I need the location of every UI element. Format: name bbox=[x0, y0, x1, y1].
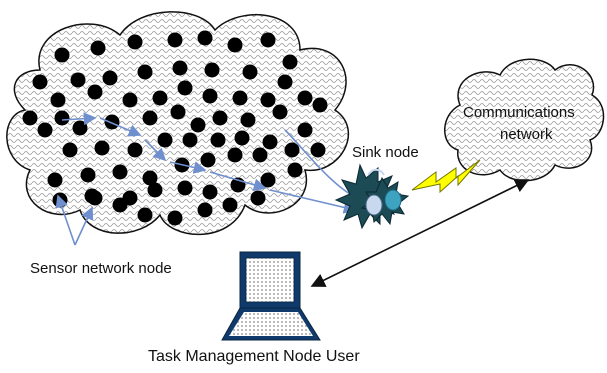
sensor-node bbox=[167, 32, 183, 48]
sensor-node bbox=[252, 147, 268, 163]
sensor-node bbox=[94, 140, 110, 156]
sensor-node bbox=[297, 90, 313, 106]
sensor-node bbox=[127, 34, 143, 50]
sink-node-label: Sink node bbox=[352, 144, 419, 161]
sensor-node bbox=[202, 184, 218, 200]
sensor-node bbox=[190, 117, 206, 133]
sensor-node bbox=[277, 74, 293, 90]
sensor-node bbox=[202, 88, 218, 104]
sensor-node bbox=[167, 210, 183, 226]
sensor-node bbox=[47, 172, 63, 188]
sensor-node bbox=[84, 188, 100, 204]
sensor-node bbox=[177, 180, 193, 196]
laptop-icon bbox=[221, 251, 321, 341]
sensor-node bbox=[272, 104, 288, 120]
communications-network-label-line1: Communications bbox=[463, 104, 575, 121]
sensor-node bbox=[157, 132, 173, 148]
sensor-node bbox=[80, 167, 96, 183]
sensor-node bbox=[222, 197, 238, 213]
sensor-node bbox=[212, 110, 228, 126]
sensor-node bbox=[200, 152, 216, 168]
sensor-node bbox=[127, 142, 143, 158]
sensor-node bbox=[70, 72, 86, 88]
sensor-node bbox=[72, 120, 88, 136]
sensor-node bbox=[32, 74, 48, 90]
sensor-node bbox=[204, 62, 220, 78]
sensor-node bbox=[284, 142, 300, 158]
hop-arrow bbox=[209, 171, 267, 192]
communications-network-label-line2: network bbox=[500, 126, 553, 143]
label-pointer bbox=[74, 206, 94, 246]
sensor-node bbox=[260, 92, 276, 108]
label-pointer bbox=[55, 194, 76, 246]
sensor-node bbox=[197, 30, 213, 46]
sensor-node bbox=[227, 37, 243, 53]
sensor-node bbox=[170, 104, 186, 120]
sensor-node bbox=[54, 110, 70, 126]
sensor-node bbox=[250, 190, 266, 206]
sensor-node bbox=[112, 164, 128, 180]
sensor-node bbox=[210, 132, 226, 148]
sensor-node bbox=[152, 90, 168, 106]
sensor-node bbox=[122, 92, 138, 108]
sensor-node bbox=[287, 162, 303, 178]
sensor-node bbox=[137, 64, 153, 80]
sensor-node bbox=[260, 32, 276, 48]
sensor-node bbox=[260, 172, 276, 188]
sensor-node bbox=[312, 97, 328, 113]
sink-node-icon bbox=[334, 163, 410, 230]
sensor-node bbox=[182, 132, 198, 148]
sensor-node bbox=[90, 40, 106, 56]
sensor-node bbox=[112, 197, 128, 213]
sensor-node bbox=[142, 170, 158, 186]
sensor-node bbox=[282, 54, 298, 70]
sensor-node bbox=[297, 122, 313, 138]
user-link-arrow bbox=[310, 179, 530, 287]
sensor-node bbox=[54, 47, 70, 63]
hop-arrow bbox=[144, 139, 167, 162]
sensor-node bbox=[227, 147, 243, 163]
communications-network-cloud bbox=[444, 58, 605, 182]
sensor-node bbox=[62, 142, 78, 158]
sensor-node bbox=[104, 114, 120, 130]
sensor-node bbox=[137, 207, 153, 223]
sensor-node bbox=[240, 112, 256, 128]
sensor-node bbox=[87, 84, 103, 100]
sensor-nodes bbox=[22, 30, 328, 226]
sensor-node bbox=[242, 64, 258, 80]
sensor-node bbox=[197, 202, 213, 218]
sensor-node bbox=[102, 70, 118, 86]
sensor-node bbox=[22, 110, 38, 126]
sensor-node bbox=[234, 130, 250, 146]
sensor-network-node-label: Sensor network node bbox=[30, 260, 172, 277]
task-management-label: Task Management Node User bbox=[148, 348, 360, 365]
sensor-node bbox=[310, 142, 326, 158]
sensor-node bbox=[37, 122, 53, 138]
hop-arrow bbox=[99, 117, 142, 137]
sensor-node bbox=[50, 92, 66, 108]
hop-arrow bbox=[169, 161, 207, 174]
sensor-node bbox=[232, 90, 248, 106]
sensor-node bbox=[172, 60, 188, 76]
hop-arrow bbox=[61, 112, 97, 126]
sensor-node bbox=[177, 80, 193, 96]
sensor-node bbox=[147, 182, 163, 198]
sensor-node bbox=[262, 134, 278, 150]
sensor-node bbox=[142, 110, 158, 126]
